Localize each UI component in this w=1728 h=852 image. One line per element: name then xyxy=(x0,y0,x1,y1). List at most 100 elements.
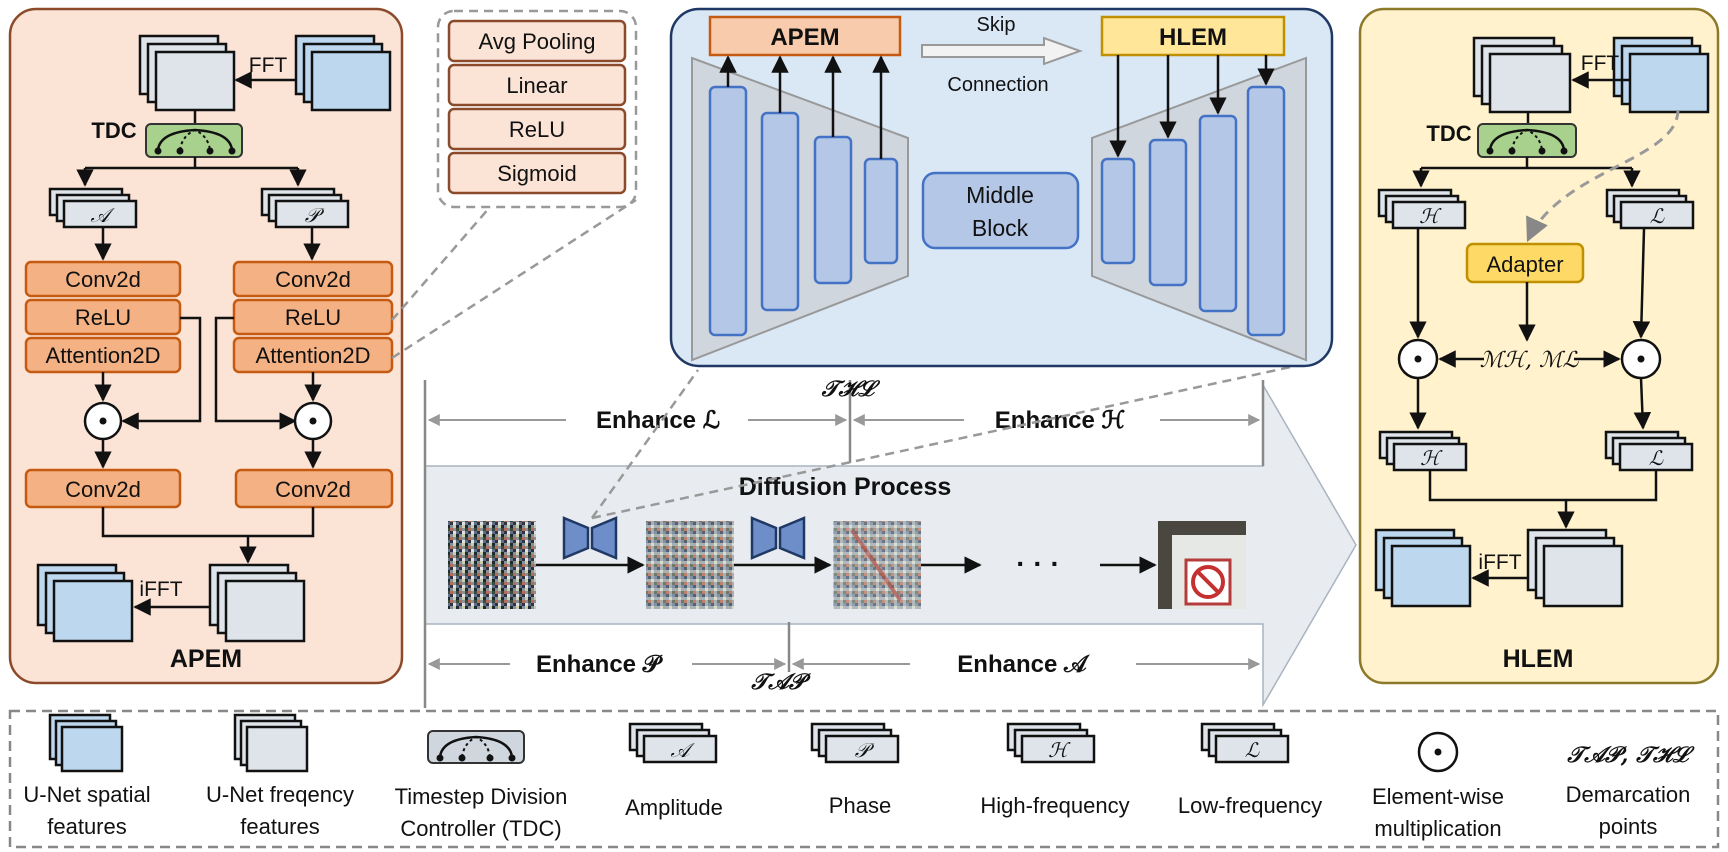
attention-sigmoid: Sigmoid xyxy=(497,161,576,186)
hlem-fft-label: FFT xyxy=(1581,52,1620,75)
apem-out-spatial-stack-icon xyxy=(36,563,134,643)
hlem-ifft-label: iFFT xyxy=(1478,551,1521,574)
apem-right-multiply-icon xyxy=(293,401,333,441)
apem-left-attention: Attention2D xyxy=(46,343,161,368)
legend-high-label: High-frequency xyxy=(980,793,1129,818)
legend-demarcation-line2: points xyxy=(1599,814,1658,839)
legend-spatial-icon xyxy=(48,713,124,773)
hlem-tdc-icon xyxy=(1477,123,1577,158)
legend-tdc-icon xyxy=(427,730,525,764)
apem-right-conv2d-out-label: Conv2d xyxy=(275,477,351,502)
hlem-low-stack-icon: ℒ xyxy=(1605,188,1695,230)
hlem-l-out-symbol: ℒ xyxy=(1649,446,1664,470)
unet-icon-2 xyxy=(750,516,806,560)
skip-line1: Skip xyxy=(977,14,1016,36)
clean-image xyxy=(1158,521,1246,609)
legend-demarcation-symbol: 𝒯𝒜𝒫, 𝒯ℋℒ xyxy=(1566,742,1695,768)
legend-amplitude-label: Amplitude xyxy=(625,795,723,820)
unet-panel: Middle Block APEM HLEM Skip Connection xyxy=(669,7,1334,368)
legend-phase-label: Phase xyxy=(829,793,891,818)
hlem-left-multiply-icon xyxy=(1397,338,1439,380)
enhance-L-label: Enhance ℒ xyxy=(596,407,720,434)
apem-out-freq-stack-icon xyxy=(208,563,306,643)
apem-left-multiply-icon xyxy=(83,401,123,441)
enhance-A-label: Enhance 𝒜 xyxy=(957,651,1090,678)
unet-apem-box xyxy=(708,15,902,57)
hlem-title: HLEM xyxy=(1503,645,1574,673)
legend-low-label: Low-frequency xyxy=(1178,793,1322,818)
apem-phase-stack-icon: 𝒫 xyxy=(260,187,350,229)
hlem-spatial-stack-icon xyxy=(1612,36,1710,114)
legend-tdc-line2: Controller (TDC) xyxy=(400,816,561,841)
skip-arrow xyxy=(921,36,1083,66)
diffusion-arrow: Enhance ℒ Enhance ℋ 𝒯ℋℒ Enhance 𝒫 Enhanc… xyxy=(423,363,1357,708)
apem-spatial-stack-icon xyxy=(294,34,392,112)
skip-line2: Connection xyxy=(947,74,1048,96)
legend-demarcation-line1: Demarcation xyxy=(1566,782,1691,807)
t-hl-label: 𝒯ℋℒ xyxy=(821,376,881,402)
apem-left-conv2d-out-label: Conv2d xyxy=(65,477,141,502)
adapter-box xyxy=(1465,242,1585,284)
noisy-image-1 xyxy=(448,521,536,609)
t-ap-label: 𝒯𝒜𝒫 xyxy=(750,669,811,695)
apem-tdc-icon xyxy=(145,123,243,158)
hlem-high-stack-icon: ℋ xyxy=(1377,188,1467,230)
legend-freq-icon xyxy=(233,713,309,773)
diffusion-process-title: Diffusion Process xyxy=(739,473,952,501)
middle-line2: Block xyxy=(972,215,1029,241)
hlem-panel: FFT TDC ℋ ℒ Adapter xyxy=(1358,7,1720,685)
legend-high-symbol: ℋ xyxy=(1048,738,1071,762)
attention-avgpool: Avg Pooling xyxy=(478,29,595,54)
hlem-l-symbol: ℒ xyxy=(1650,204,1665,228)
hlem-low-out-stack-icon: ℒ xyxy=(1604,430,1694,472)
apem-tdc-label: TDC xyxy=(91,118,136,143)
apem-left-conv2d: Conv2d xyxy=(65,267,141,292)
middle-line1: Middle xyxy=(966,182,1034,208)
enhance-H-label: Enhance ℋ xyxy=(995,407,1126,434)
hlem-out-freq-stack-icon xyxy=(1526,528,1624,608)
middle-block xyxy=(921,171,1080,250)
legend-elementwise-line2: multiplication xyxy=(1374,816,1501,841)
apem-right-attention: Attention2D xyxy=(256,343,371,368)
legend-tdc-line1: Timestep Division xyxy=(395,784,568,809)
hlem-freq-stack-icon xyxy=(1472,36,1572,114)
hlem-out-spatial-stack-icon xyxy=(1374,528,1472,608)
legend: U-Net spatial features U-Net freqency fe… xyxy=(8,709,1720,849)
apem-title: APEM xyxy=(170,645,242,673)
apem-amplitude-stack-icon: 𝒜 xyxy=(48,187,138,229)
apem-right-relu: ReLU xyxy=(285,305,341,330)
hlem-tdc-label: TDC xyxy=(1426,121,1471,146)
apem-panel: FFT TDC 𝒜 𝒫 xyxy=(8,7,404,685)
unet-hlem-box xyxy=(1100,15,1286,57)
attention-relu: ReLU xyxy=(509,117,565,142)
masks-label: ℳℋ, ℳℒ xyxy=(1480,348,1580,373)
hlem-h-symbol: ℋ xyxy=(1419,204,1442,228)
hlem-h-out-symbol: ℋ xyxy=(1420,446,1443,470)
adapter-label: Adapter xyxy=(1486,252,1563,277)
legend-spatial-line2: features xyxy=(47,814,127,839)
apem-right-block: Conv2d ReLU Attention2D xyxy=(232,260,394,374)
legend-low-symbol: ℒ xyxy=(1245,738,1260,762)
legend-elementwise-line1: Element-wise xyxy=(1372,784,1504,809)
apem-fft-label: FFT xyxy=(249,54,288,77)
legend-phase-icon: 𝒫 xyxy=(810,722,900,764)
legend-freq-line1: U-Net freqency xyxy=(206,782,354,807)
unet-hlem-label: HLEM xyxy=(1159,24,1227,51)
apem-freq-stack-icon xyxy=(138,34,236,112)
unet-icon-1 xyxy=(562,516,618,560)
legend-spatial-line1: U-Net spatial xyxy=(23,782,150,807)
attention-detail: Avg Pooling Linear ReLU Sigmoid xyxy=(391,9,638,360)
apem-right-conv2d: Conv2d xyxy=(275,267,351,292)
legend-low-icon: ℒ xyxy=(1200,722,1290,764)
enhance-P-label: Enhance 𝒫 xyxy=(536,651,664,678)
legend-freq-line2: features xyxy=(240,814,320,839)
apem-ifft-label: iFFT xyxy=(139,578,182,601)
legend-amplitude-icon: 𝒜 xyxy=(628,722,718,764)
attention-linear: Linear xyxy=(506,73,567,98)
legend-high-icon: ℋ xyxy=(1006,722,1096,764)
ellipsis: · · · xyxy=(1016,548,1060,579)
hlem-right-multiply-icon xyxy=(1620,338,1662,380)
apem-left-relu: ReLU xyxy=(75,305,131,330)
unet-apem-label: APEM xyxy=(770,24,839,51)
